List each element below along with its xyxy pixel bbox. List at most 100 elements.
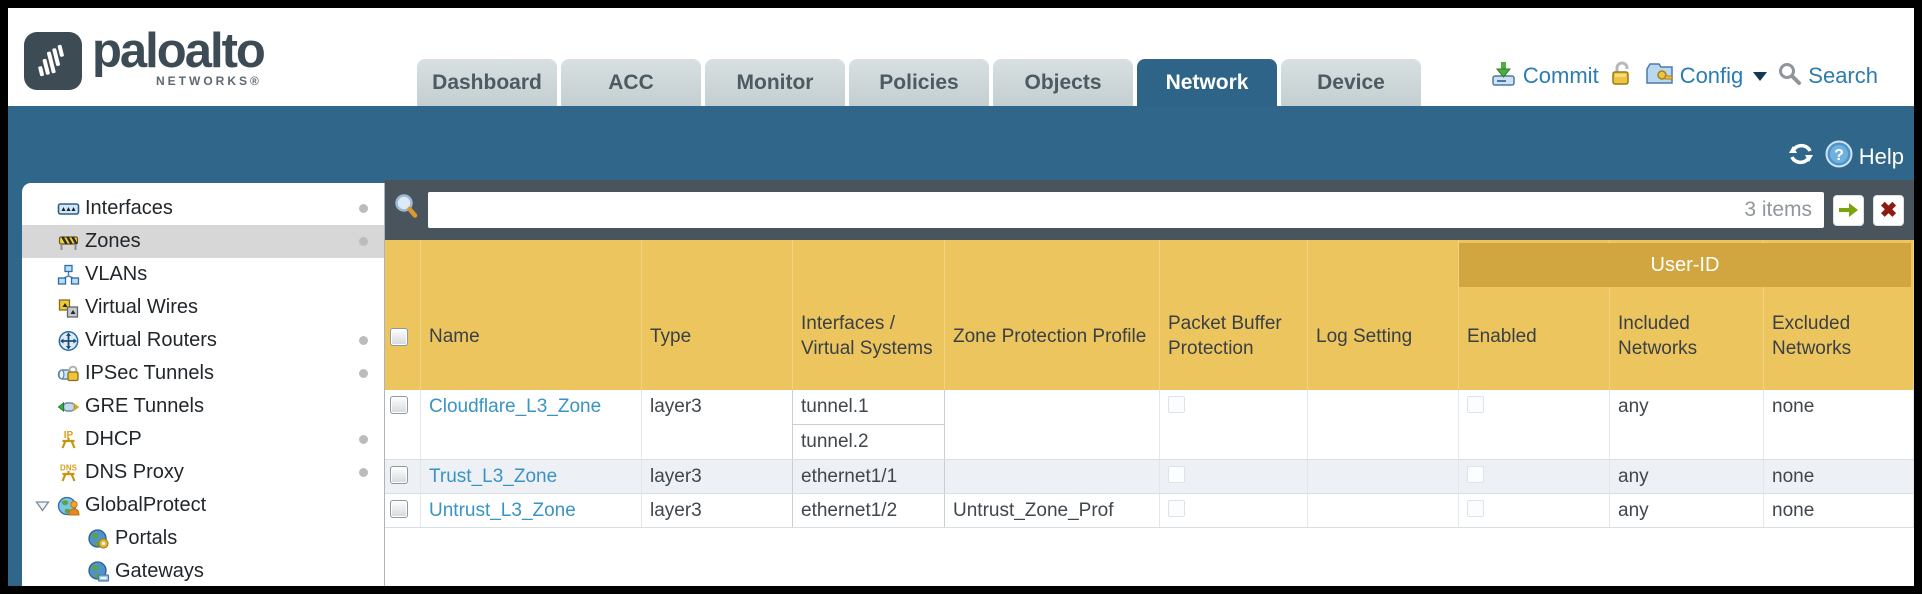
sidebar-item-gateways[interactable]: Gateways bbox=[22, 555, 384, 586]
items-count: 3 items bbox=[1744, 198, 1812, 221]
row-checkbox[interactable] bbox=[389, 396, 408, 414]
select-all-checkbox-cell bbox=[385, 240, 421, 390]
search-label: Search bbox=[1808, 63, 1878, 88]
gre-tunnels-icon bbox=[57, 396, 85, 418]
packet-buffer-checkbox[interactable] bbox=[1168, 396, 1185, 413]
portals-icon bbox=[87, 528, 115, 550]
sidebar-item-portals[interactable]: Portals bbox=[22, 522, 384, 555]
excluded-networks-cell: none bbox=[1764, 460, 1914, 493]
sidebar-item-gre-tunnels[interactable]: GRE Tunnels bbox=[22, 390, 384, 423]
userid-group-header: User-ID bbox=[1459, 243, 1911, 287]
sidebar-item-label: IPSec Tunnels bbox=[85, 362, 214, 384]
dhcp-icon: IP bbox=[57, 429, 85, 451]
interface-entry: tunnel.1 bbox=[793, 390, 944, 425]
zone-name-link[interactable]: Trust_L3_Zone bbox=[429, 466, 558, 487]
zone-name-link[interactable]: Cloudflare_L3_Zone bbox=[429, 396, 602, 417]
sidebar-item-label: Zones bbox=[85, 230, 141, 252]
svg-text:IP: IP bbox=[64, 430, 74, 441]
expand-triangle-icon bbox=[35, 500, 57, 512]
filter-search-icon bbox=[393, 193, 420, 227]
zone-name-link[interactable]: Untrust_L3_Zone bbox=[429, 500, 576, 521]
config-label: Config bbox=[1679, 63, 1744, 88]
interface-entry: ethernet1/2 bbox=[801, 500, 898, 521]
tab-device[interactable]: Device bbox=[1281, 59, 1421, 106]
paloalto-logo: paloalto NETWORKS® bbox=[24, 18, 266, 90]
sidebar-item-virtual-routers[interactable]: Virtual Routers bbox=[22, 324, 384, 357]
commit-button[interactable]: Commit bbox=[1490, 60, 1599, 93]
help-button[interactable]: ? Help bbox=[1825, 140, 1904, 174]
packet-buffer-checkbox[interactable] bbox=[1168, 500, 1185, 517]
sidebar-item-zones[interactable]: Zones bbox=[22, 225, 384, 258]
included-networks-cell: any bbox=[1610, 460, 1764, 493]
filter-input[interactable] bbox=[428, 192, 1745, 228]
userid-enabled-checkbox[interactable] bbox=[1467, 466, 1484, 483]
userid-enabled-cell bbox=[1459, 494, 1610, 527]
userid-enabled-checkbox[interactable] bbox=[1467, 396, 1484, 413]
interfaces-cell: ethernet1/2 bbox=[792, 494, 945, 527]
close-icon: ✖ bbox=[1879, 198, 1898, 222]
svg-text:?: ? bbox=[1834, 147, 1844, 164]
column-header-name[interactable]: Name bbox=[421, 240, 642, 390]
sidebar-item-dhcp[interactable]: IP DHCP bbox=[22, 423, 384, 456]
zone-protection-profile-cell: Untrust_Zone_Prof bbox=[945, 494, 1160, 527]
tab-objects[interactable]: Objects bbox=[993, 59, 1133, 106]
column-header-included-networks[interactable]: Included Networks bbox=[1610, 240, 1764, 390]
clear-filter-button[interactable]: ✖ bbox=[1873, 194, 1904, 226]
virtual-wires-icon bbox=[57, 297, 85, 319]
userid-enabled-checkbox[interactable] bbox=[1467, 500, 1484, 517]
virtual-routers-icon bbox=[57, 330, 85, 352]
tab-dashboard[interactable]: Dashboard bbox=[417, 59, 557, 106]
status-dot-icon bbox=[359, 369, 368, 378]
sidebar-item-virtual-wires[interactable]: Virtual Wires bbox=[22, 291, 384, 324]
status-dot-icon bbox=[359, 204, 368, 213]
search-button[interactable]: Search bbox=[1777, 61, 1878, 92]
column-header-enabled[interactable]: Enabled bbox=[1459, 240, 1610, 390]
tab-monitor[interactable]: Monitor bbox=[705, 59, 845, 106]
tab-network[interactable]: Network bbox=[1137, 59, 1277, 106]
sidebar-item-label: DHCP bbox=[85, 428, 142, 450]
row-checkbox[interactable] bbox=[389, 500, 408, 518]
column-header-excluded-networks[interactable]: Excluded Networks bbox=[1764, 240, 1914, 390]
refresh-icon[interactable] bbox=[1787, 141, 1815, 173]
config-menu-button[interactable]: Config bbox=[1645, 60, 1768, 92]
log-setting-cell bbox=[1308, 494, 1459, 527]
tab-acc[interactable]: ACC bbox=[561, 59, 701, 106]
zone-type-cell: layer3 bbox=[642, 390, 793, 459]
config-caret-icon bbox=[1753, 71, 1768, 81]
tab-policies[interactable]: Policies bbox=[849, 59, 989, 106]
sidebar-item-label: GRE Tunnels bbox=[85, 395, 204, 417]
interfaces-icon bbox=[57, 198, 85, 220]
sidebar-item-label: GlobalProtect bbox=[85, 494, 207, 516]
zones-icon bbox=[57, 231, 85, 253]
packet-buffer-checkbox[interactable] bbox=[1168, 466, 1185, 483]
apply-filter-button[interactable] bbox=[1833, 194, 1864, 226]
gateways-icon bbox=[87, 560, 115, 583]
zone-type-cell: layer3 bbox=[642, 494, 793, 527]
log-setting-cell bbox=[1308, 460, 1459, 493]
sidebar-item-interfaces[interactable]: Interfaces bbox=[22, 192, 384, 225]
userid-enabled-cell bbox=[1459, 390, 1610, 459]
column-header-packet-buffer-protection[interactable]: Packet Buffer Protection bbox=[1160, 240, 1308, 390]
sidebar-item-vlans[interactable]: VLANs bbox=[22, 258, 384, 291]
userid-enabled-cell bbox=[1459, 460, 1610, 493]
select-all-checkbox[interactable] bbox=[389, 328, 408, 346]
column-header-type[interactable]: Type bbox=[642, 240, 793, 390]
sidebar-item-label: Virtual Wires bbox=[85, 296, 198, 318]
zone-name-cell: Trust_L3_Zone bbox=[421, 460, 642, 493]
excluded-networks-cell: none bbox=[1764, 494, 1914, 527]
column-header-log-setting[interactable]: Log Setting bbox=[1308, 240, 1459, 390]
column-header-interfaces-virtual-systems[interactable]: Interfaces / Virtual Systems bbox=[793, 240, 945, 390]
row-checkbox[interactable] bbox=[389, 466, 408, 484]
brand-text: paloalto bbox=[92, 24, 266, 78]
column-header-zone-protection-profile[interactable]: Zone Protection Profile bbox=[945, 240, 1160, 390]
interface-entry: tunnel.2 bbox=[793, 425, 944, 459]
vlans-icon bbox=[57, 264, 85, 286]
top-actions: Commit bbox=[1490, 54, 1878, 98]
help-icon: ? bbox=[1825, 140, 1853, 174]
sidebar-item-ipsec-tunnels[interactable]: IPSec Tunnels bbox=[22, 357, 384, 390]
lock-icon[interactable] bbox=[1609, 60, 1635, 93]
sidebar-item-globalprotect[interactable]: GlobalProtect bbox=[22, 489, 384, 522]
